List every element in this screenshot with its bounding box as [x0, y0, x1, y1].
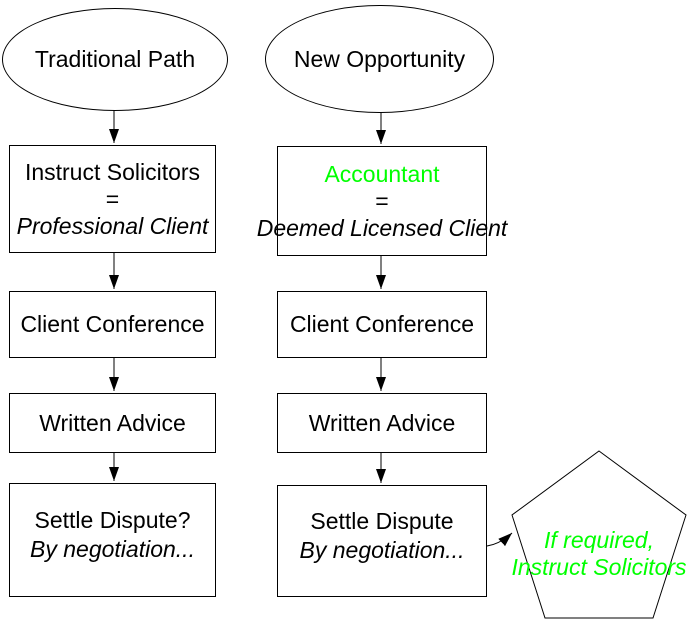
node-label-line2: Instruct Solicitors [511, 554, 687, 580]
node-label: Traditional Path [34, 46, 196, 72]
node-label-line1: Settle Dispute [310, 508, 454, 534]
node-new-opportunity: New Opportunity [265, 5, 494, 113]
node-label-line3: Professional Client [16, 212, 209, 239]
node-accountant: Accountant = Deemed Licensed Client [257, 146, 507, 256]
node-settle-dispute-right: Settle Dispute By negotiation... [277, 485, 487, 597]
node-instruct-solicitors: Instruct Solicitors = Professional Clien… [9, 145, 216, 253]
node-label: Written Advice [39, 409, 186, 436]
node-label-line1: Instruct Solicitors [24, 158, 201, 185]
node-written-advice-left: Written Advice [9, 393, 216, 453]
node-label-line2: = [375, 187, 389, 214]
node-label-line2: By negotiation... [299, 537, 465, 563]
node-label: Written Advice [308, 409, 456, 436]
node-label-line3: Deemed Licensed Client [256, 214, 508, 241]
node-label: Client Conference [289, 311, 475, 337]
node-label: Client Conference [20, 311, 205, 337]
arrow-settle-to-pentagon [486, 532, 513, 547]
node-label: New Opportunity [293, 45, 466, 72]
node-label-line1: Settle Dispute? [34, 507, 191, 533]
node-settle-dispute-left: Settle Dispute? By negotiation... [9, 483, 216, 597]
node-label-line2: By negotiation... [30, 536, 195, 562]
pentagon-shape [511, 450, 687, 619]
node-label-line2: = [105, 185, 120, 212]
node-label-line1: Accountant [324, 160, 440, 187]
node-label-line1: If required, [544, 527, 654, 553]
node-client-conference-left: Client Conference [9, 291, 216, 358]
node-if-required-pentagon-label: If required, Instruct Solicitors [496, 527, 691, 581]
node-traditional-path: Traditional Path [2, 8, 228, 111]
node-written-advice-right: Written Advice [277, 393, 487, 453]
node-client-conference-right: Client Conference [277, 291, 487, 358]
